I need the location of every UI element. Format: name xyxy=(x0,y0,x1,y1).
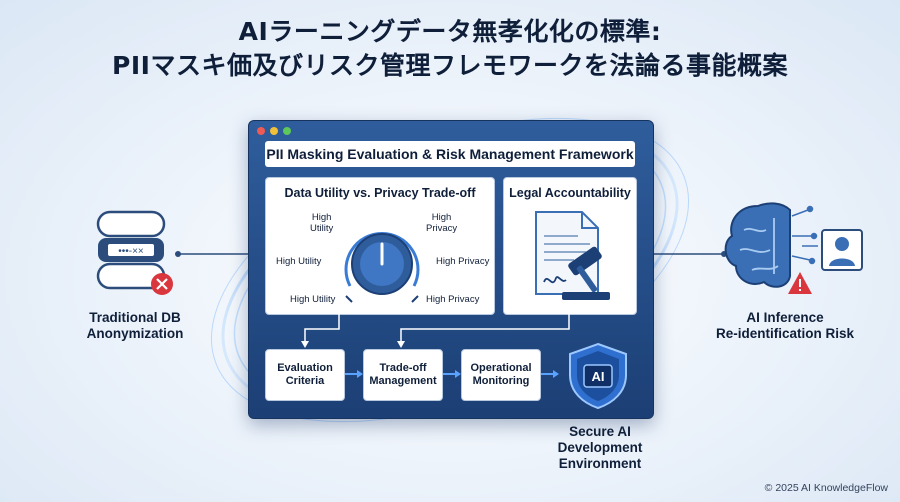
dial-label-mid-right: High Privacy xyxy=(436,256,490,267)
window-controls xyxy=(257,127,291,135)
flow-arrows xyxy=(301,313,570,378)
warning-icon xyxy=(788,272,812,294)
dial-label-upper-left: High Utility xyxy=(310,212,334,234)
document-icon xyxy=(535,211,610,300)
dial-icon xyxy=(344,232,420,303)
secure-ai-env-label: Secure AI Development Environment xyxy=(557,424,643,471)
dial-label-upper-right: High Privacy xyxy=(426,212,458,234)
step-operational-monitoring: Operational Monitoring xyxy=(461,349,541,401)
footer-copyright: © 2025 AI KnowledgeFlow xyxy=(764,482,888,494)
tradeoff-panel-title: Data Utility vs. Privacy Trade-off xyxy=(284,186,476,200)
dial-label-low-right: High Privacy xyxy=(426,294,480,305)
user-icon xyxy=(821,229,863,271)
legal-panel-title: Legal Accountability xyxy=(509,186,631,200)
ai-inference-label: AI Inference Re-identification Risk xyxy=(715,310,855,341)
step-evaluation-criteria: Evaluation Criteria xyxy=(265,349,345,401)
shield-ai-icon: AI xyxy=(569,342,627,410)
framework-window: PII Masking Evaluation & Risk Management… xyxy=(248,120,654,419)
legal-panel: Legal Accountability xyxy=(503,177,637,315)
dial-label-low-left: High Utility xyxy=(290,294,336,305)
page-title-line1: AIラーニングデータ無孝化化の標準: xyxy=(238,17,662,46)
window-close-dot xyxy=(257,127,265,135)
page-title-line2: PIIマスキ価及びリスク管理フレモワークを法論る事能概案 xyxy=(112,51,788,80)
dial-label-mid-left: High Utility xyxy=(276,256,322,267)
shield-ai-text: AI xyxy=(592,369,605,384)
step-tradeoff-management: Trade-off Management xyxy=(363,349,443,401)
window-minimize-dot xyxy=(270,127,278,135)
error-icon xyxy=(151,273,173,295)
traditional-db-label: Traditional DB Anonymization xyxy=(86,310,184,341)
framework-header: PII Masking Evaluation & Risk Management… xyxy=(265,141,635,167)
brain-icon xyxy=(724,202,818,294)
tradeoff-panel: Data Utility vs. Privacy Trade-off High … xyxy=(265,177,495,315)
db-masked-text: •••-×× xyxy=(118,246,144,257)
window-maximize-dot xyxy=(283,127,291,135)
gavel-icon xyxy=(562,246,610,300)
database-icon: •••-×× xyxy=(96,210,173,295)
